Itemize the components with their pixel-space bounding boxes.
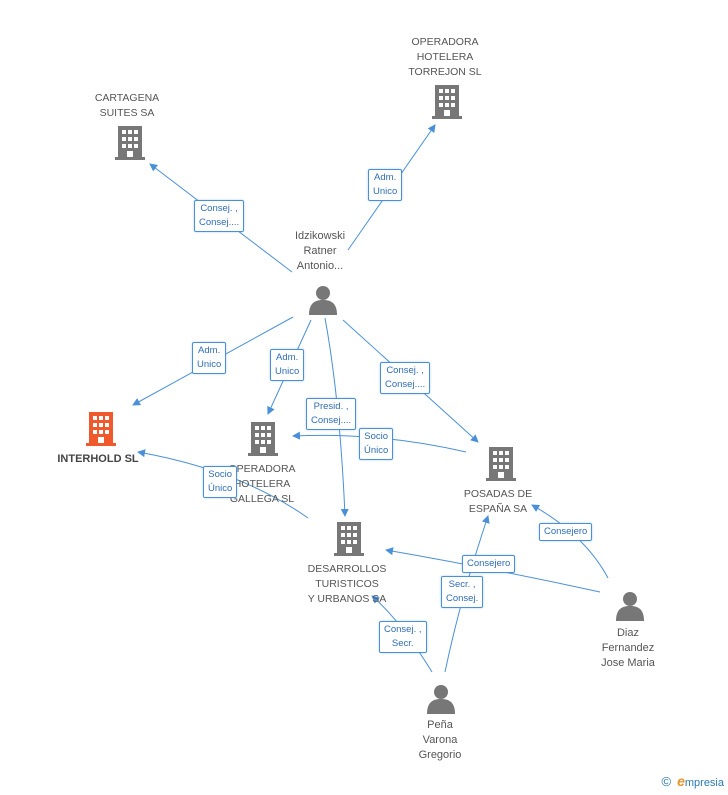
node-label-cartagena-suites[interactable]: CARTAGENA SUITES SA xyxy=(94,92,160,119)
person-icon[interactable] xyxy=(309,286,337,315)
node-label-interhold[interactable]: INTERHOLD SL xyxy=(57,453,139,465)
building-icon[interactable] xyxy=(432,85,462,119)
edge-label-adm-unico[interactable]: Adm. Unico xyxy=(270,349,305,381)
building-icon[interactable] xyxy=(486,447,516,481)
edge-label-consejero[interactable]: Consejero xyxy=(539,523,593,541)
empresia-logo: © empresia xyxy=(661,773,724,789)
edge-label-secr-consej[interactable]: Secr. , Consej. xyxy=(441,576,484,608)
edge-label-socio-unico[interactable]: Socio Único xyxy=(203,466,238,498)
node-label-pena[interactable]: Peña Varona Gregorio xyxy=(418,719,462,761)
building-icon[interactable] xyxy=(86,412,116,446)
edge-label-adm-unico[interactable]: Adm. Unico xyxy=(368,169,403,201)
edge-label-consej[interactable]: Consej. , Consej.... xyxy=(380,362,431,394)
building-icon[interactable] xyxy=(334,522,364,556)
building-icon[interactable] xyxy=(115,126,145,160)
node-label-desarrollos[interactable]: DESARROLLOS TURISTICOS Y URBANOS SA xyxy=(307,563,387,605)
logo-letter: e xyxy=(677,773,685,789)
logo-text: mpresia xyxy=(684,777,724,789)
edge-label-consejero[interactable]: Consejero xyxy=(462,555,516,573)
person-icon[interactable] xyxy=(616,592,644,621)
person-icon[interactable] xyxy=(427,685,455,714)
edge-label-presid[interactable]: Presid. , Consej.... xyxy=(306,398,357,430)
edge-label-consej[interactable]: Consej. , Consej.... xyxy=(194,200,245,232)
node-label-posadas[interactable]: POSADAS DE ESPAÑA SA xyxy=(463,488,533,515)
node-label-operadora-torrejon[interactable]: OPERADORA HOTELERA TORREJON SL xyxy=(408,36,482,78)
edge-label-consej-secr[interactable]: Consej. , Secr. xyxy=(379,621,427,653)
edge-label-adm-unico[interactable]: Adm. Unico xyxy=(192,342,227,374)
node-label-diaz[interactable]: Diaz Fernandez Jose Maria xyxy=(601,627,655,669)
edge-label-socio-unico[interactable]: Socio Único xyxy=(359,428,394,460)
node-label-idzikowski[interactable]: Idzikowski Ratner Antonio... xyxy=(294,230,346,272)
copyright-icon: © xyxy=(661,774,672,789)
node-label-operadora-gallega[interactable]: OPERADORA HOTELERA GALLEGA SL xyxy=(228,463,296,505)
building-icon[interactable] xyxy=(248,422,278,456)
